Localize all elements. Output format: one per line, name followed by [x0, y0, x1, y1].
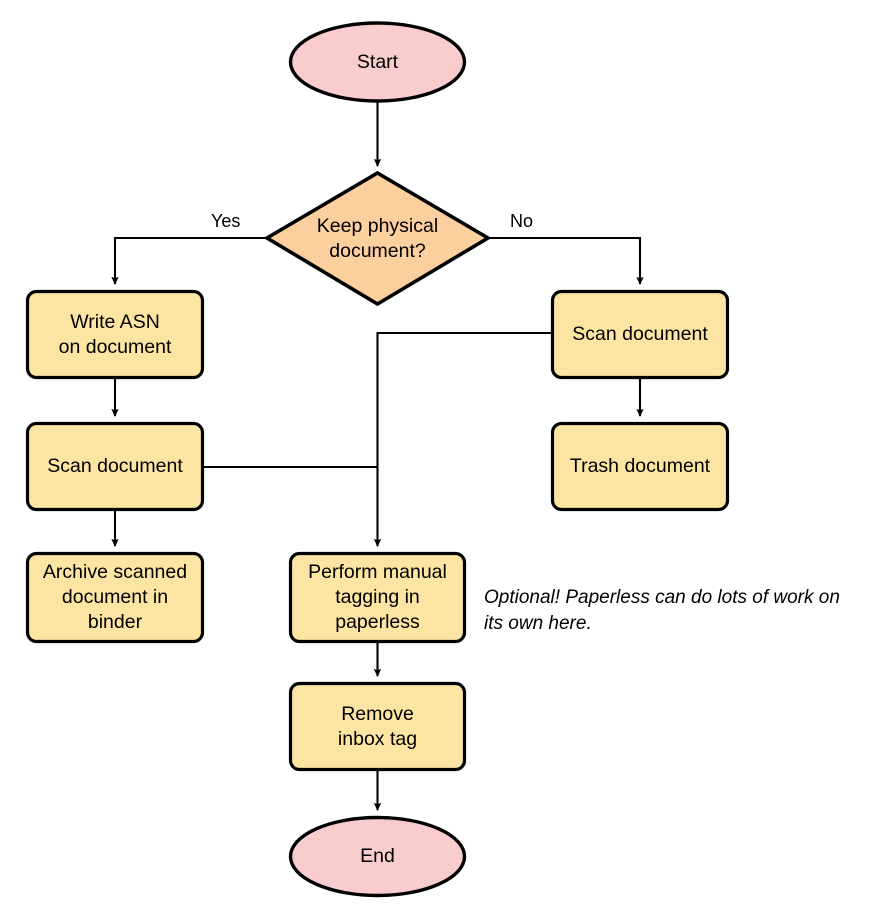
edge-label-no: No: [510, 211, 534, 231]
node-keep-physical-document[interactable]: [263, 170, 492, 307]
edge-decision-to-write-asn: [111, 236, 265, 286]
edge-scan-right-to-tagging: [373, 331, 551, 548]
edge-label-yes: Yes: [211, 211, 241, 231]
node-trash-document[interactable]: [550, 421, 730, 512]
node-archive-scanned-document[interactable]: [25, 551, 205, 644]
node-perform-manual-tagging[interactable]: [288, 551, 467, 644]
node-write-asn[interactable]: [25, 289, 205, 380]
node-scan-document-right[interactable]: [550, 289, 730, 380]
node-end[interactable]: [288, 815, 467, 898]
edge-decision-to-scan-right: [490, 236, 644, 286]
annotation-optional-note: Optional! Paperless can do lots of work …: [484, 587, 840, 634]
node-start[interactable]: [288, 21, 467, 103]
node-remove-inbox-tag[interactable]: [288, 681, 467, 772]
node-scan-document-left[interactable]: [25, 421, 205, 512]
